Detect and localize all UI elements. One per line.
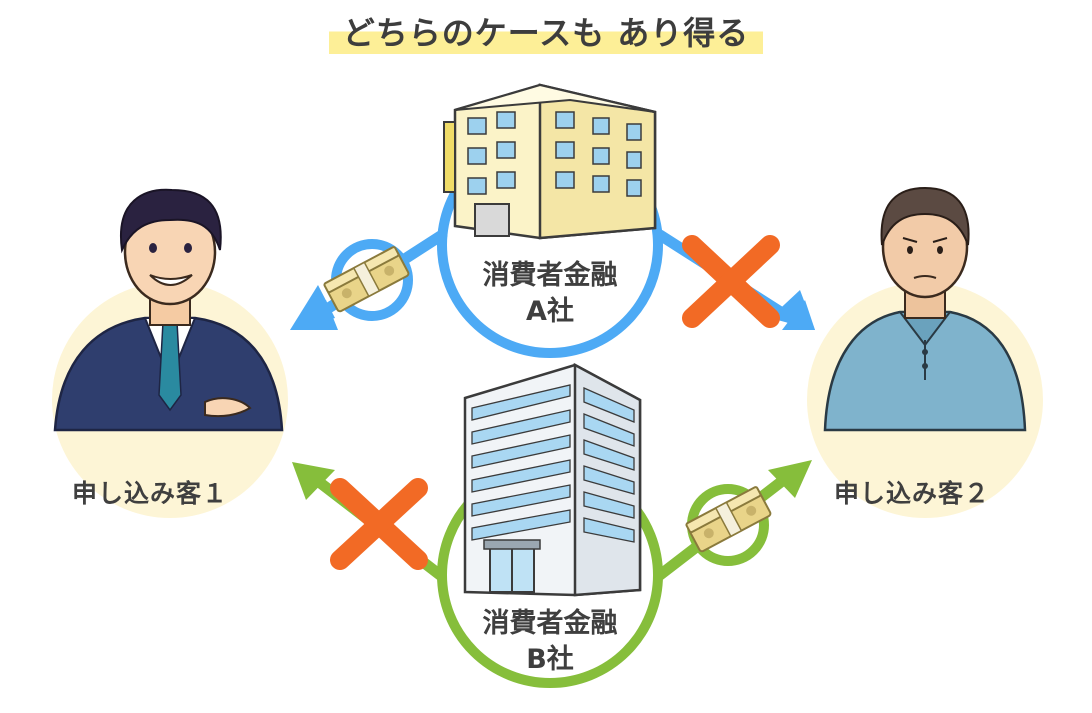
company-b-name: 消費者金融 — [482, 608, 618, 639]
page-title: どちらのケースも あり得る — [0, 2, 1092, 56]
company-b-suffix: B社 — [526, 644, 574, 675]
company-b-building-icon — [463, 362, 642, 597]
applicant-1-label: 申し込み客１ — [72, 479, 229, 508]
applicant-2-avatar — [823, 186, 1027, 432]
company-a-name: 消費者金融 — [482, 260, 618, 291]
company-a-building-icon — [443, 83, 657, 240]
cross-mark-b-to-1 — [330, 478, 428, 570]
applicant-1-avatar — [53, 188, 284, 432]
company-a-suffix: A社 — [526, 296, 574, 327]
money-icon — [685, 486, 772, 553]
money-icon — [323, 246, 410, 313]
cross-mark-a-to-2 — [682, 235, 780, 328]
applicant-2-label: 申し込み客２ — [834, 479, 991, 508]
company-a-label: 消費者金融 A社 — [450, 258, 650, 330]
company-b-label: 消費者金融 B社 — [450, 606, 650, 678]
